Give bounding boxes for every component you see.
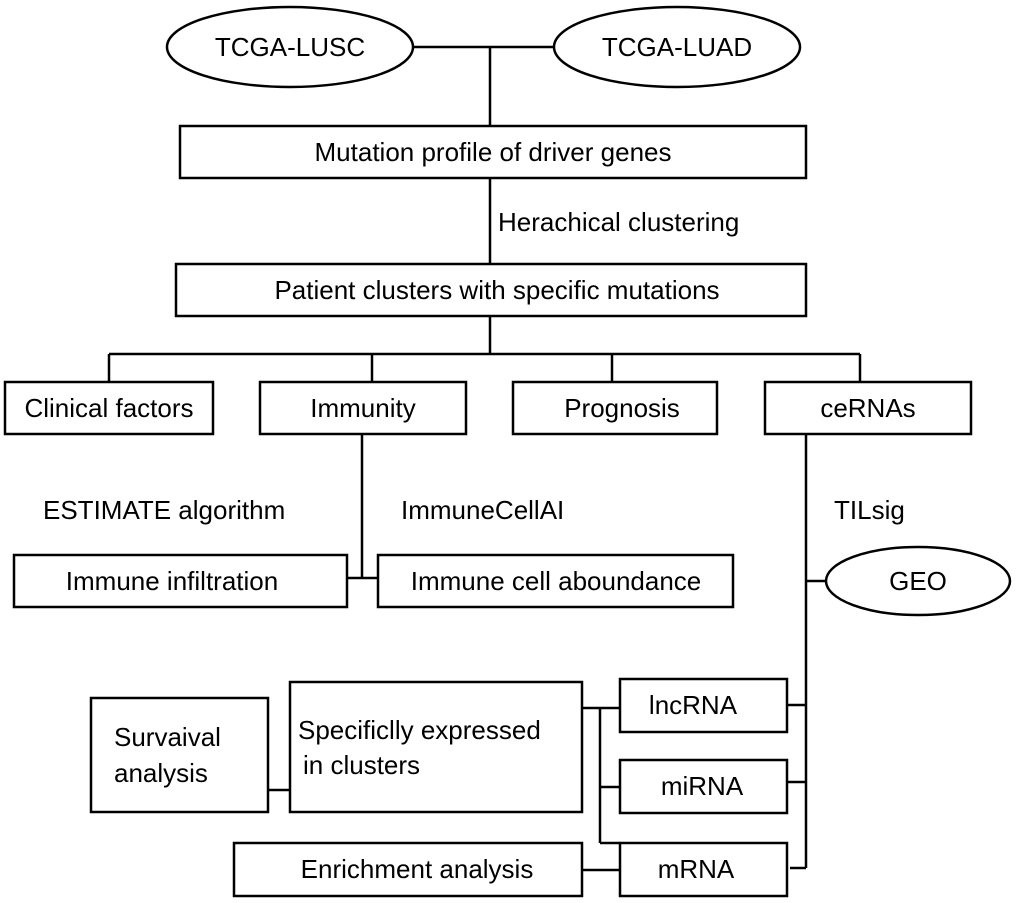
node-label: Mutation profile of driver genes	[315, 137, 672, 167]
box-shape	[89, 696, 270, 814]
node-label: Prognosis	[564, 393, 680, 423]
node-label: Enrichment analysis	[301, 854, 534, 884]
label-tilsig: TILsig	[834, 495, 905, 525]
node-lncrna: lncRNA	[618, 677, 789, 734]
node-label: mRNA	[658, 854, 735, 884]
box-shape	[288, 680, 584, 814]
node-label: Clinical factors	[24, 393, 193, 423]
node-label-line2: in clusters	[303, 750, 420, 780]
node-label-line1: Survaival	[114, 722, 221, 752]
node-immune-infiltration: Immune infiltration	[12, 553, 349, 609]
node-label: Patient clusters with specific mutations	[274, 275, 719, 305]
node-label-line1: Specificlly expressed	[298, 715, 541, 745]
node-mrna: mRNA	[618, 841, 789, 898]
node-tcga-lusc: TCGA-LUSC	[165, 5, 415, 89]
node-label: GEO	[889, 566, 947, 596]
node-clinical-factors: Clinical factors	[3, 380, 215, 436]
ellipse-shape	[824, 545, 1012, 617]
node-label: Immune cell aboundance	[411, 566, 702, 596]
label-estimate-algorithm: ESTIMATE algorithm	[43, 495, 285, 525]
node-mutation-profile: Mutation profile of driver genes	[178, 124, 808, 180]
node-specific-expression: Specificlly expressed in clusters	[288, 680, 584, 814]
node-survival-analysis: Survaival analysis	[89, 696, 270, 814]
label-clustering: Herachical clustering	[498, 207, 739, 237]
box-shape	[618, 677, 789, 734]
node-label: TCGA-LUSC	[215, 32, 365, 62]
box-shape	[763, 380, 973, 436]
box-shape	[618, 758, 789, 815]
node-enrichment-analysis: Enrichment analysis	[232, 841, 584, 898]
node-geo: GEO	[824, 545, 1012, 617]
node-label: ceRNAs	[820, 393, 915, 423]
box-shape	[12, 553, 349, 609]
connectors	[107, 45, 862, 872]
node-immunity: Immunity	[258, 380, 468, 436]
node-label: lncRNA	[649, 690, 738, 720]
node-label: Immunity	[310, 393, 415, 423]
node-label: TCGA-LUAD	[602, 32, 752, 62]
node-label-line2: analysis	[114, 758, 208, 788]
node-tcga-luad: TCGA-LUAD	[552, 5, 802, 89]
box-shape	[376, 553, 735, 609]
box-shape	[258, 380, 468, 436]
node-mirna: miRNA	[618, 758, 789, 815]
label-immunecellai: ImmuneCellAI	[401, 495, 564, 525]
box-shape	[174, 262, 808, 318]
node-prognosis: Prognosis	[511, 380, 719, 436]
node-label: miRNA	[661, 771, 744, 801]
box-shape	[618, 841, 789, 898]
box-shape	[178, 124, 808, 180]
node-immune-cell-abundance: Immune cell aboundance	[376, 553, 735, 609]
node-label: Immune infiltration	[66, 566, 278, 596]
box-shape	[511, 380, 719, 436]
box-shape	[3, 380, 215, 436]
box-shape	[232, 841, 584, 898]
node-cernas: ceRNAs	[763, 380, 973, 436]
node-patient-clusters: Patient clusters with specific mutations	[174, 262, 808, 318]
ellipse-shape	[165, 5, 415, 89]
ellipse-shape	[552, 5, 802, 89]
